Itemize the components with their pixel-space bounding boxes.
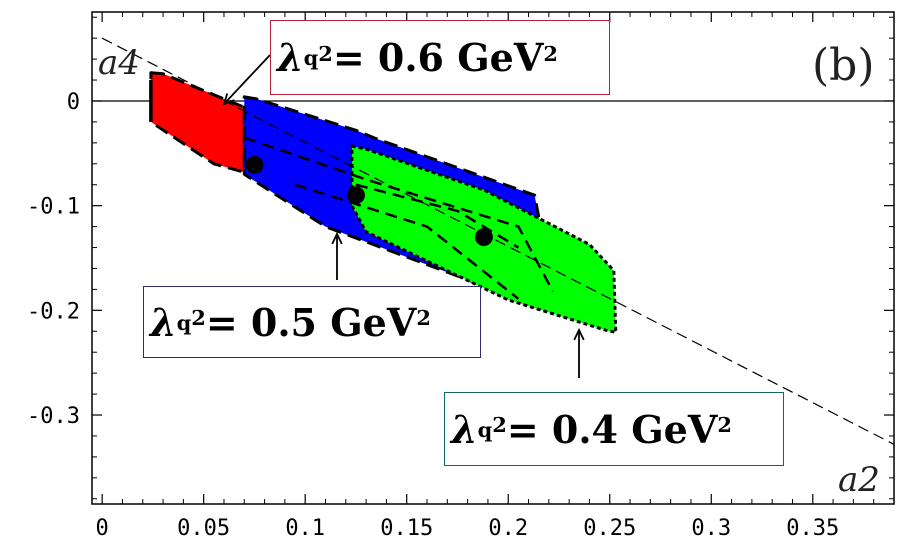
annotation-sup: 2 [416,305,431,331]
annotation-text: = 0.6 GeV [332,35,544,80]
arrow-head [222,93,235,106]
arrow-line [223,54,271,105]
central-point [474,228,493,247]
x-tick-label: 0.15 [380,516,433,541]
x-tick-label: 0.1 [285,516,325,541]
region-0 [149,71,246,174]
central-point [346,186,365,205]
arrow-head [573,327,585,341]
annotation-text: λ [277,35,304,80]
x-tick-label: 0.05 [177,516,230,541]
inner-contour [294,183,520,300]
annotation-arrows [222,54,585,378]
inner-contour [243,136,555,293]
annotation-sub: q [303,45,319,70]
annotation-sup: 2 [717,412,732,438]
annotation-sub: q [477,416,493,442]
x-tick-label: 0.35 [786,516,839,541]
y-tick-label: -0.1 [27,195,80,220]
tick-labels: 0 0.05 0.1 0.15 0.2 0.25 0.3 0.35 0 -0.1 -0.2 -0.3 [27,90,839,541]
y-axis-label: a4 [98,43,140,83]
panel-label: (b) [812,40,875,91]
x-tick-label: 0.25 [583,516,636,541]
plot-area [92,37,894,445]
annotation-sup: 2 [191,305,206,331]
arrow-head [331,231,343,245]
annotation-sup: 2 [543,40,558,66]
plot-frame [91,11,895,505]
reference-line [101,37,894,445]
y-tick-label: -0.2 [27,299,80,324]
inner-contour [355,183,520,249]
x-tick-label: 0.2 [488,516,528,541]
central-point [245,155,264,174]
y-tick-label: -0.3 [27,404,80,429]
annotation-sub: q [176,309,192,335]
annotation-text: λ [451,406,478,452]
annotation-text: = 0.4 GeV [506,406,718,452]
x-axis-label: a2 [838,460,880,500]
x-tick-label: 0.3 [691,516,731,541]
annotation-sup: 2 [318,40,333,66]
annotation-text: λ [150,299,177,345]
annotation-sup: 2 [492,412,507,438]
x-tick-label: 0 [96,516,109,541]
y-tick-label: 0 [67,90,80,115]
annotation-text: = 0.5 GeV [205,299,417,345]
